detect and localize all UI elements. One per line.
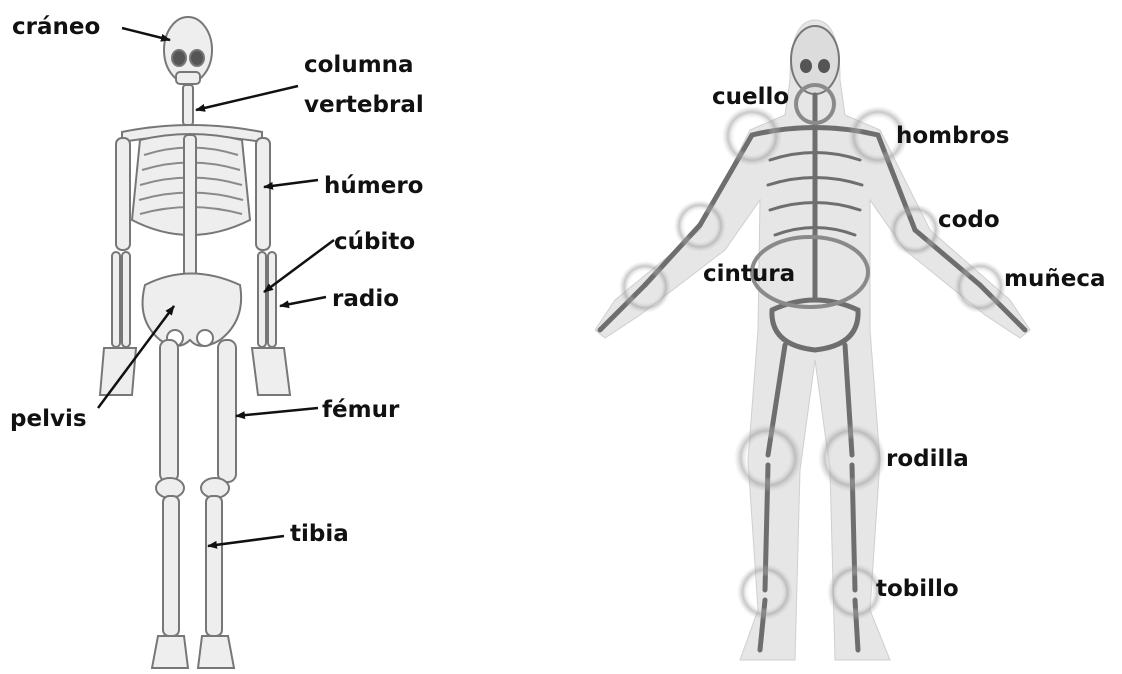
joint-elbow-right [889,204,941,256]
label-cuello: cuello [712,84,789,110]
label-pelvis: pelvis [10,406,87,432]
label-craneo: cráneo [12,14,100,40]
eye-socket-right [190,50,204,66]
forearm-right-a [258,252,266,347]
pelvis-hole-right [197,330,213,346]
joint-ankle-left [737,564,793,620]
femur-right [218,340,236,482]
label-hombros: hombros [896,123,1009,149]
eye-right-b [818,59,830,73]
label-columna-line2: vertebral [304,92,424,118]
right-figure [595,20,1030,660]
arrow-radio [280,297,326,306]
left-skeleton [100,17,290,668]
label-columna-line1: columna [304,52,414,78]
label-femur: fémur [322,397,400,423]
forearm-left-b [122,252,130,347]
humerus-right [256,138,270,250]
hand-right [252,348,290,395]
label-tibia: tibia [290,521,349,547]
joint-elbow-left [674,200,726,252]
foot-right [198,636,234,668]
neck-vertebrae [183,85,193,125]
humerus-left [116,138,130,250]
arrow-femur [236,408,318,416]
joint-wrist-left [619,261,671,313]
jaw [176,72,200,84]
eye-right-a [800,59,812,73]
label-rodilla: rodilla [886,446,969,472]
label-humero: húmero [324,173,423,199]
pelvis-bone [143,274,242,347]
joint-wrist-right [954,261,1006,313]
label-cubito: cúbito [334,229,415,255]
hand-left [100,348,136,395]
eye-socket-left [172,50,186,66]
arrow-columna [196,86,298,110]
joint-ankle-right [827,564,883,620]
label-tobillo: tobillo [876,576,959,602]
label-codo: codo [938,207,1000,233]
forearm-left-a [112,252,120,347]
femur-left [160,340,178,482]
label-cintura: cintura [703,261,795,287]
label-muneca: muñeca [1004,266,1105,292]
spine [184,135,196,285]
arrow-craneo [122,28,170,40]
joint-knee-right [818,424,886,492]
joint-shoulder-left [722,106,782,166]
foot-left [152,636,188,668]
label-radio: radio [332,286,399,312]
tibia-left [163,496,179,636]
arrow-humero [264,180,318,187]
forearm-right-b [268,252,276,347]
joint-knee-left [734,424,802,492]
tibia-right [206,496,222,636]
